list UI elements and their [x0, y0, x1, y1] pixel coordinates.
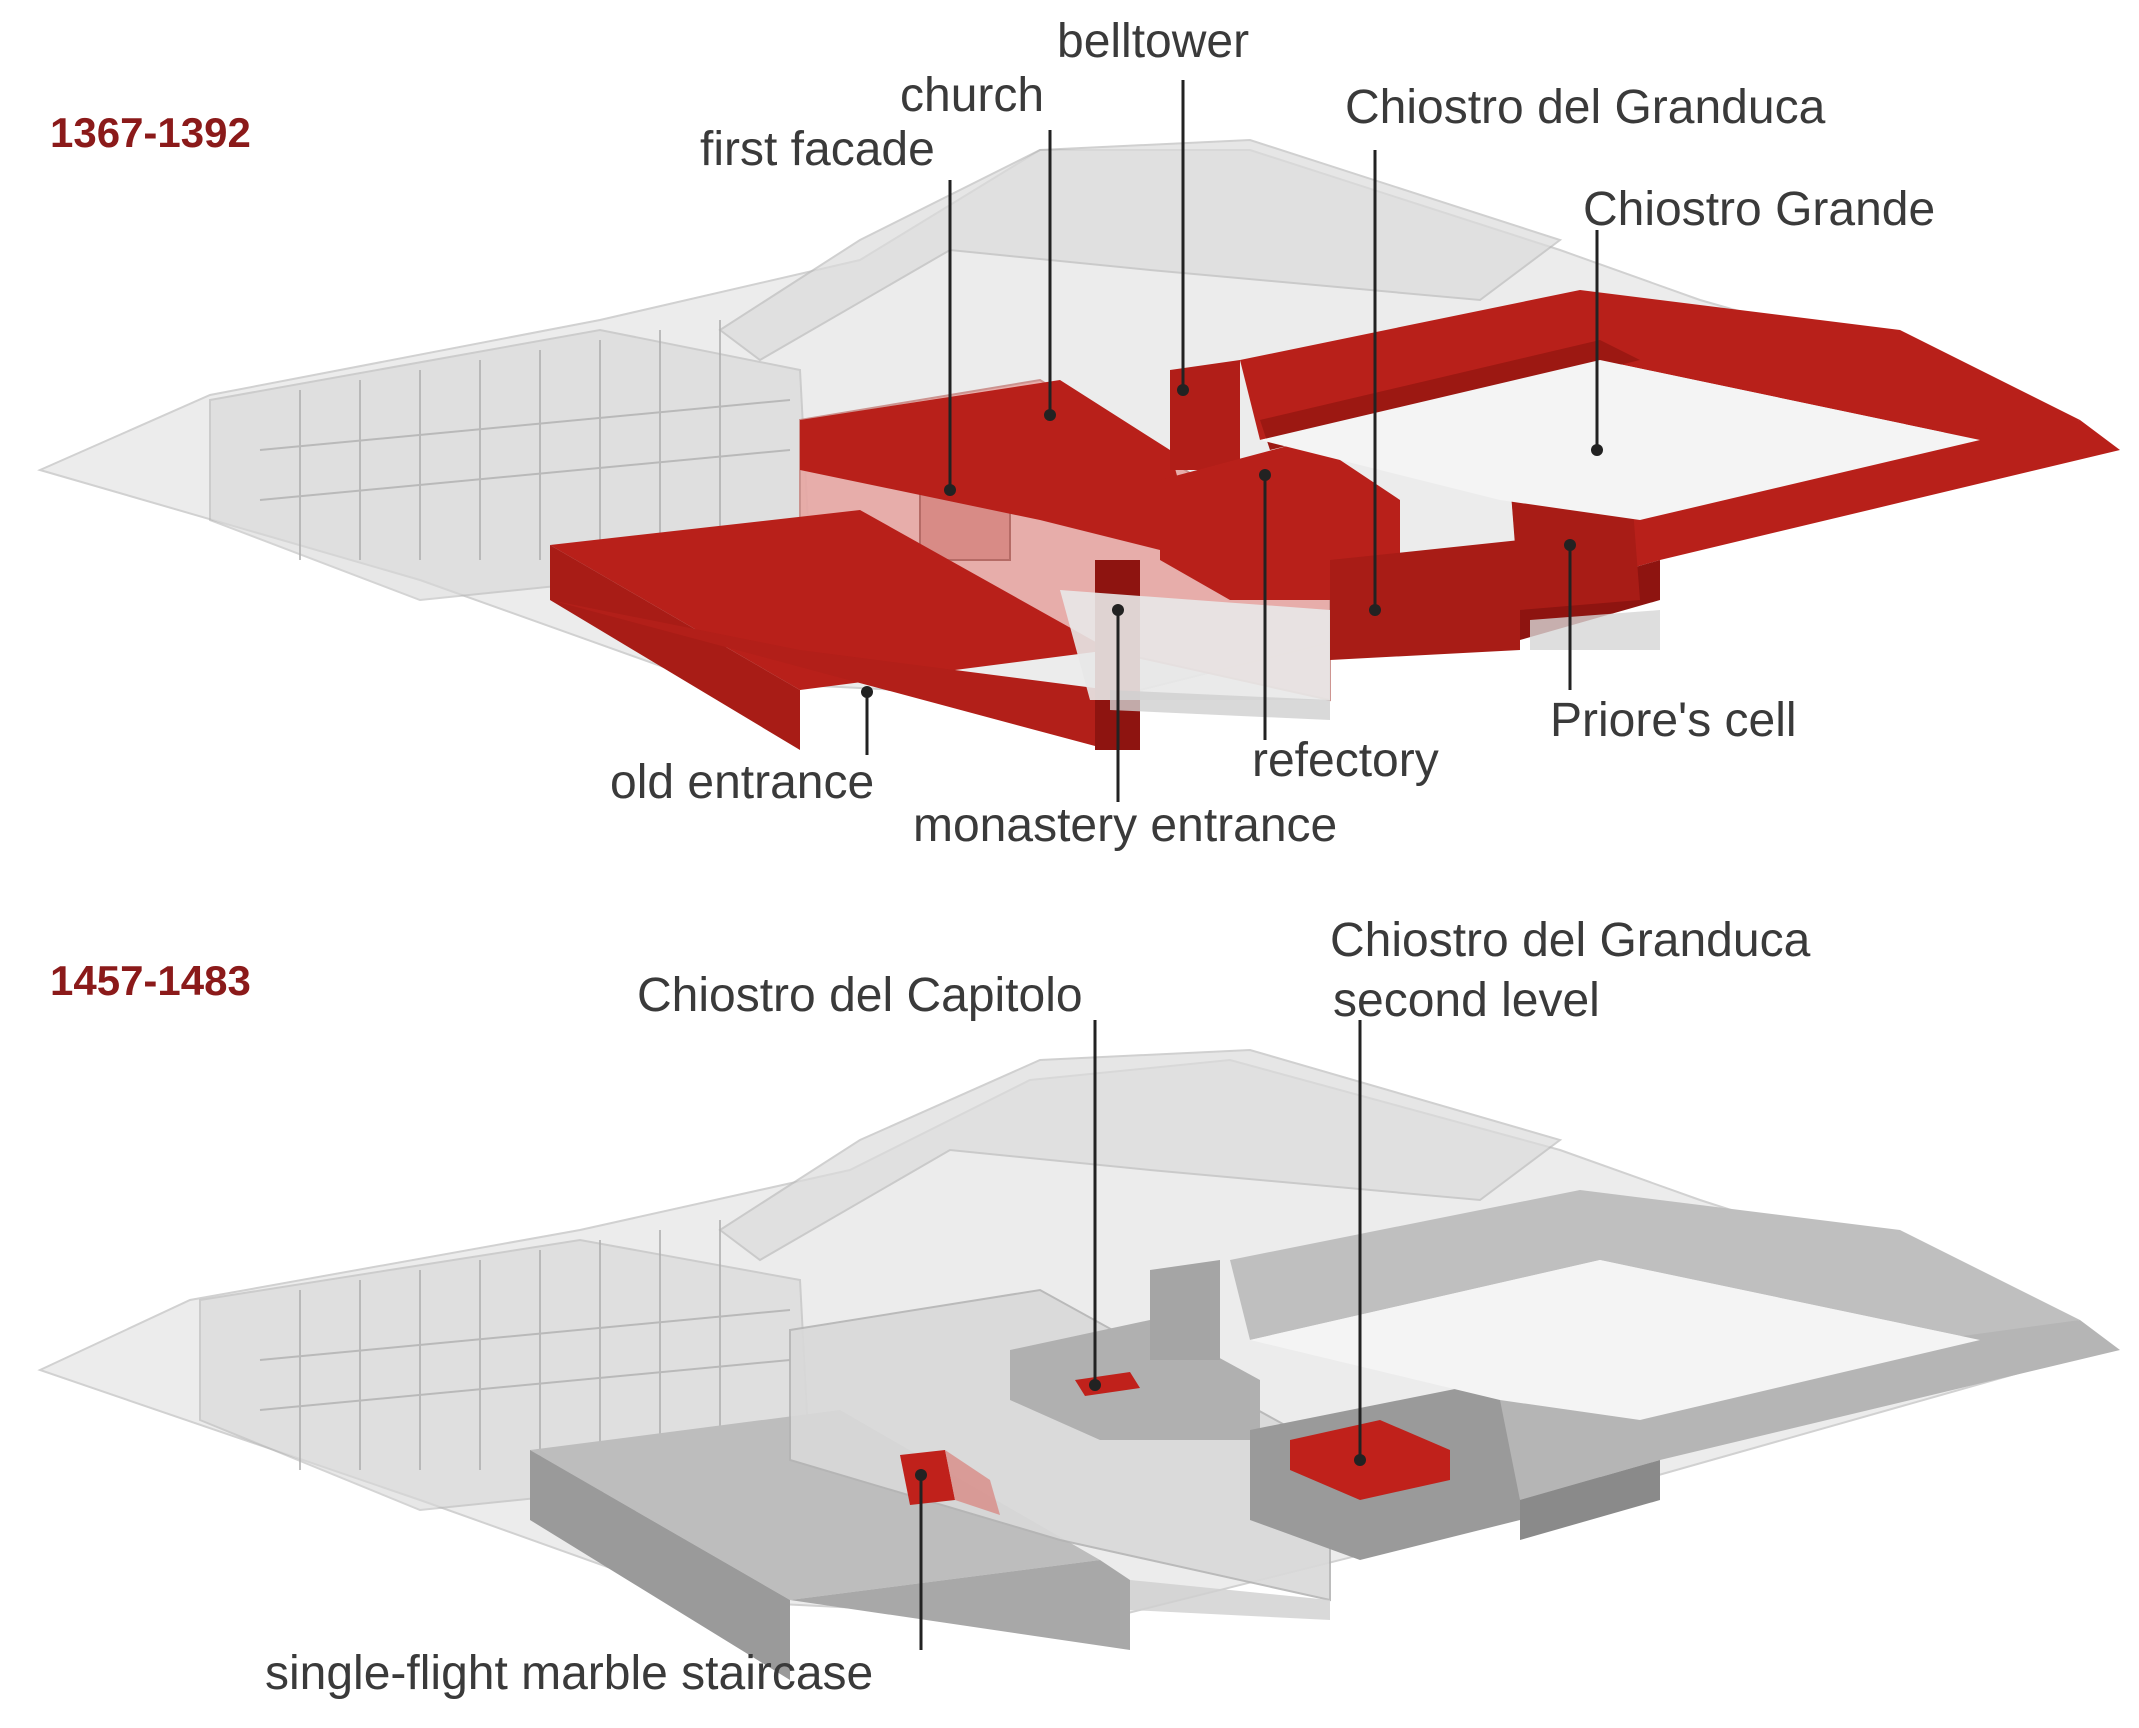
belltower-block — [1170, 360, 1240, 470]
period-label-bottom: 1457-1483 — [50, 957, 251, 1004]
label-chiostro-grande: Chiostro Grande — [1583, 183, 1936, 236]
west-wing-front — [550, 545, 800, 750]
leader-dots — [861, 384, 1603, 1481]
label-priores-cell: Priore's cell — [1550, 694, 1797, 747]
top-panel-model — [37, 138, 2120, 750]
label-old-entrance: old entrance — [610, 756, 875, 809]
ghost-hill-2 — [718, 1048, 1563, 1262]
belltower-2 — [1150, 1260, 1220, 1360]
period-label-top: 1367-1392 — [50, 109, 251, 156]
staircase-highlight — [900, 1450, 955, 1505]
staircase-ghost — [945, 1450, 1000, 1515]
label-monastery-entrance: monastery entrance — [913, 799, 1338, 852]
grande-north-range-2 — [1230, 1190, 2080, 1340]
grande-south-front-2 — [1520, 1460, 1660, 1540]
west-wing-2 — [530, 1410, 1100, 1600]
label-first-facade: first facade — [700, 123, 935, 176]
granduca-block — [1330, 540, 1520, 660]
south-wing-front — [550, 600, 1110, 750]
west-wing-top — [550, 510, 1110, 690]
label-chiostro-del-capitolo: Chiostro del Capitolo — [637, 969, 1083, 1022]
church-block — [800, 380, 1200, 560]
ghost-low-right — [1530, 610, 1660, 650]
label-single-flight-marble-staircase: single-flight marble staircase — [265, 1647, 874, 1700]
south-wing-2-front — [790, 1560, 1130, 1650]
granduca-second-level-highlight — [1290, 1420, 1450, 1500]
ghost-low-front-2 — [1130, 1580, 1330, 1620]
label-church: church — [900, 69, 1045, 122]
label-second-level: second level — [1333, 974, 1600, 1027]
label-refectory: refectory — [1252, 734, 1439, 787]
inner-courtyard-void — [1060, 590, 1330, 700]
ghost-colonnade — [259, 320, 791, 560]
label-chiostro-del-granduca-2: Chiostro del Granduca — [1330, 914, 1811, 967]
grande-south-range-2 — [1500, 1320, 2120, 1500]
label-chiostro-del-granduca: Chiostro del Granduca — [1345, 81, 1826, 134]
label-belltower: belltower — [1057, 15, 1250, 68]
chiostro-grande-void — [1260, 360, 1980, 520]
bottom-panel-model — [37, 1048, 2120, 1680]
grande-north-range — [1240, 290, 2080, 440]
west-wing-2-front — [530, 1450, 790, 1680]
leader-lines — [865, 80, 1599, 1650]
grande-void-2 — [1250, 1260, 1980, 1420]
capitolo-highlight — [1075, 1372, 1140, 1396]
ghost-low-front — [1110, 690, 1330, 720]
